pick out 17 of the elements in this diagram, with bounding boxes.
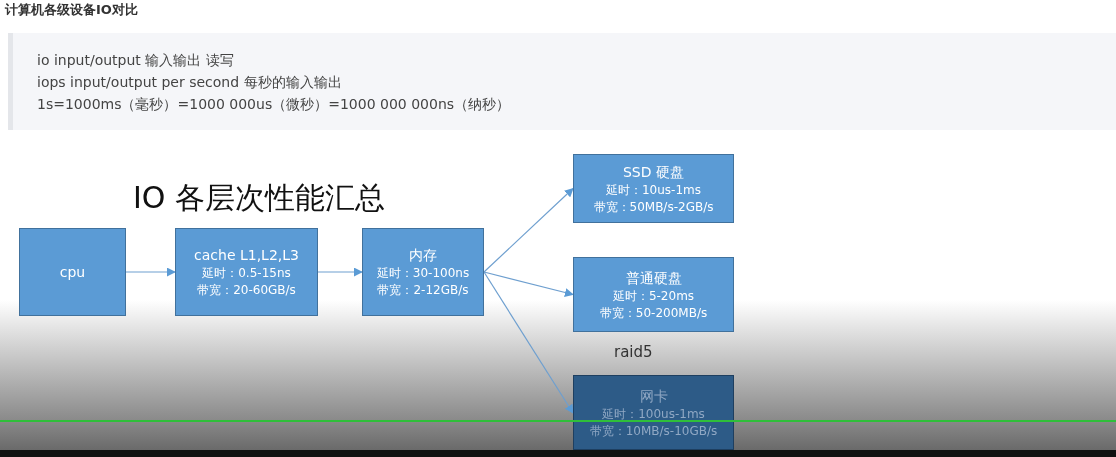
note-text: iops input/output per second 每秒的输入输出 [37,73,342,92]
process-box: 内存 延时：30-100ns 带宽：2-12GB/s [362,228,484,316]
process-box: 网卡 延时：100us-1ms 带宽：10MB/s-10GB/s [573,375,734,450]
process-box: cache L1,L2,L3 延时：0.5-15ns 带宽：20-60GB/s [175,228,318,316]
arrow [483,271,574,414]
arrow [483,271,574,297]
process-box: 普通硬盘 延时：5-20ms 带宽：50-200MB/s [573,257,734,332]
note-text: raid5 [614,342,653,362]
process-box: cpu [19,228,126,316]
page-title: 计算机各级设备IO对比 [5,1,138,19]
note-text: 1s=1000ms（毫秒）=1000 000us（微秒）=1000 000 000ns（纳秒） [37,95,511,114]
arrow [483,187,574,273]
note-text: io input/output 输入输出 读写 [37,51,234,70]
process-box: SSD 硬盘 延时：10us-1ms 带宽：50MB/s-2GB/s [573,154,734,223]
arrow [317,267,363,277]
diagram-heading: IO 各层次性能汇总 [133,179,385,217]
arrow [125,267,176,277]
